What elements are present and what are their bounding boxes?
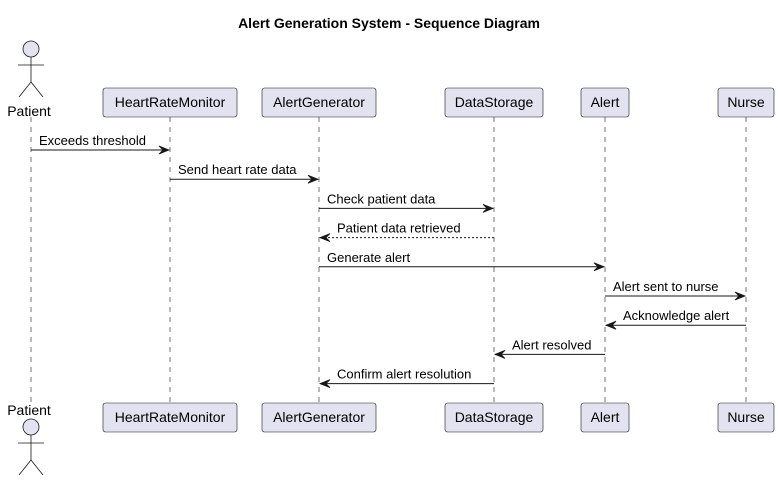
participant-box (261, 87, 377, 118)
message-arrowhead (604, 320, 617, 330)
message-5: Generate alert (319, 250, 606, 272)
participant-label: Patient (7, 402, 51, 418)
message-9: Confirm alert resolution (318, 367, 494, 388)
message-arrowhead (158, 145, 171, 155)
participant-alert-top: Alert (580, 87, 630, 118)
message-2: Send heart rate data (170, 162, 320, 184)
message-arrowhead (318, 233, 331, 242)
participant-label: HeartRateMonitor (115, 409, 226, 425)
participant-hrm-top: HeartRateMonitor (102, 87, 238, 118)
participant-ds-top: DataStorage (444, 87, 544, 118)
participant-nurse-top: Nurse (717, 87, 775, 118)
participant-label: DataStorage (455, 94, 534, 110)
message-label: Exceeds threshold (39, 133, 146, 148)
message-1: Exceeds threshold (31, 133, 171, 155)
participant-label: HeartRateMonitor (115, 94, 226, 110)
diagram-title: Alert Generation System - Sequence Diagr… (238, 15, 540, 31)
participant-label: AlertGenerator (273, 94, 365, 110)
participant-hrm-bottom: HeartRateMonitor (102, 402, 238, 433)
participant-label: Nurse (727, 94, 765, 110)
participant-nurse-bottom: Nurse (717, 402, 775, 433)
message-label: Send heart rate data (178, 162, 297, 177)
participant-ds-bottom: DataStorage (444, 402, 544, 433)
participant-ag-bottom: AlertGenerator (261, 402, 377, 433)
participant-label: Nurse (727, 409, 765, 425)
participant-label: DataStorage (455, 409, 534, 425)
message-arrowhead (734, 291, 747, 301)
participant-label: Alert (591, 409, 620, 425)
participant-ag-top: AlertGenerator (261, 87, 377, 118)
actor-legs (18, 459, 44, 476)
participant-label: Patient (7, 103, 51, 119)
participant-box (261, 402, 377, 433)
participant-label: AlertGenerator (273, 409, 365, 425)
participant-box (102, 402, 238, 433)
message-label: Generate alert (327, 250, 410, 265)
participant-box (580, 87, 630, 118)
message-4: Patient data retrieved (318, 221, 494, 242)
message-7: Acknowledge alert (604, 308, 746, 330)
message-label: Acknowledge alert (623, 308, 730, 323)
message-6: Alert sent to nurse (605, 279, 747, 301)
message-label: Check patient data (327, 191, 436, 206)
message-3: Check patient data (319, 191, 495, 213)
message-label: Alert sent to nurse (613, 279, 719, 294)
actor-head (22, 40, 40, 58)
message-arrowhead (493, 350, 506, 359)
message-label: Alert resolved (512, 337, 591, 352)
message-arrowhead (307, 174, 320, 184)
participant-alert-bottom: Alert (580, 402, 630, 433)
message-arrowhead (482, 204, 495, 213)
actor-head (22, 418, 40, 436)
participant-box (444, 87, 544, 118)
participant-box (102, 87, 238, 118)
actor-legs (18, 81, 44, 98)
participant-label: Alert (591, 94, 620, 110)
participant-box (580, 402, 630, 433)
message-label: Confirm alert resolution (337, 367, 471, 382)
message-arrowhead (318, 379, 331, 388)
participant-box (717, 402, 775, 433)
participant-patient-bottom: Patient (7, 402, 51, 476)
message-label: Patient data retrieved (337, 221, 461, 236)
message-arrowhead (593, 262, 606, 272)
message-8: Alert resolved (493, 337, 605, 359)
participant-box (444, 402, 544, 433)
participant-box (717, 87, 775, 118)
participant-patient-top: Patient (7, 40, 51, 119)
